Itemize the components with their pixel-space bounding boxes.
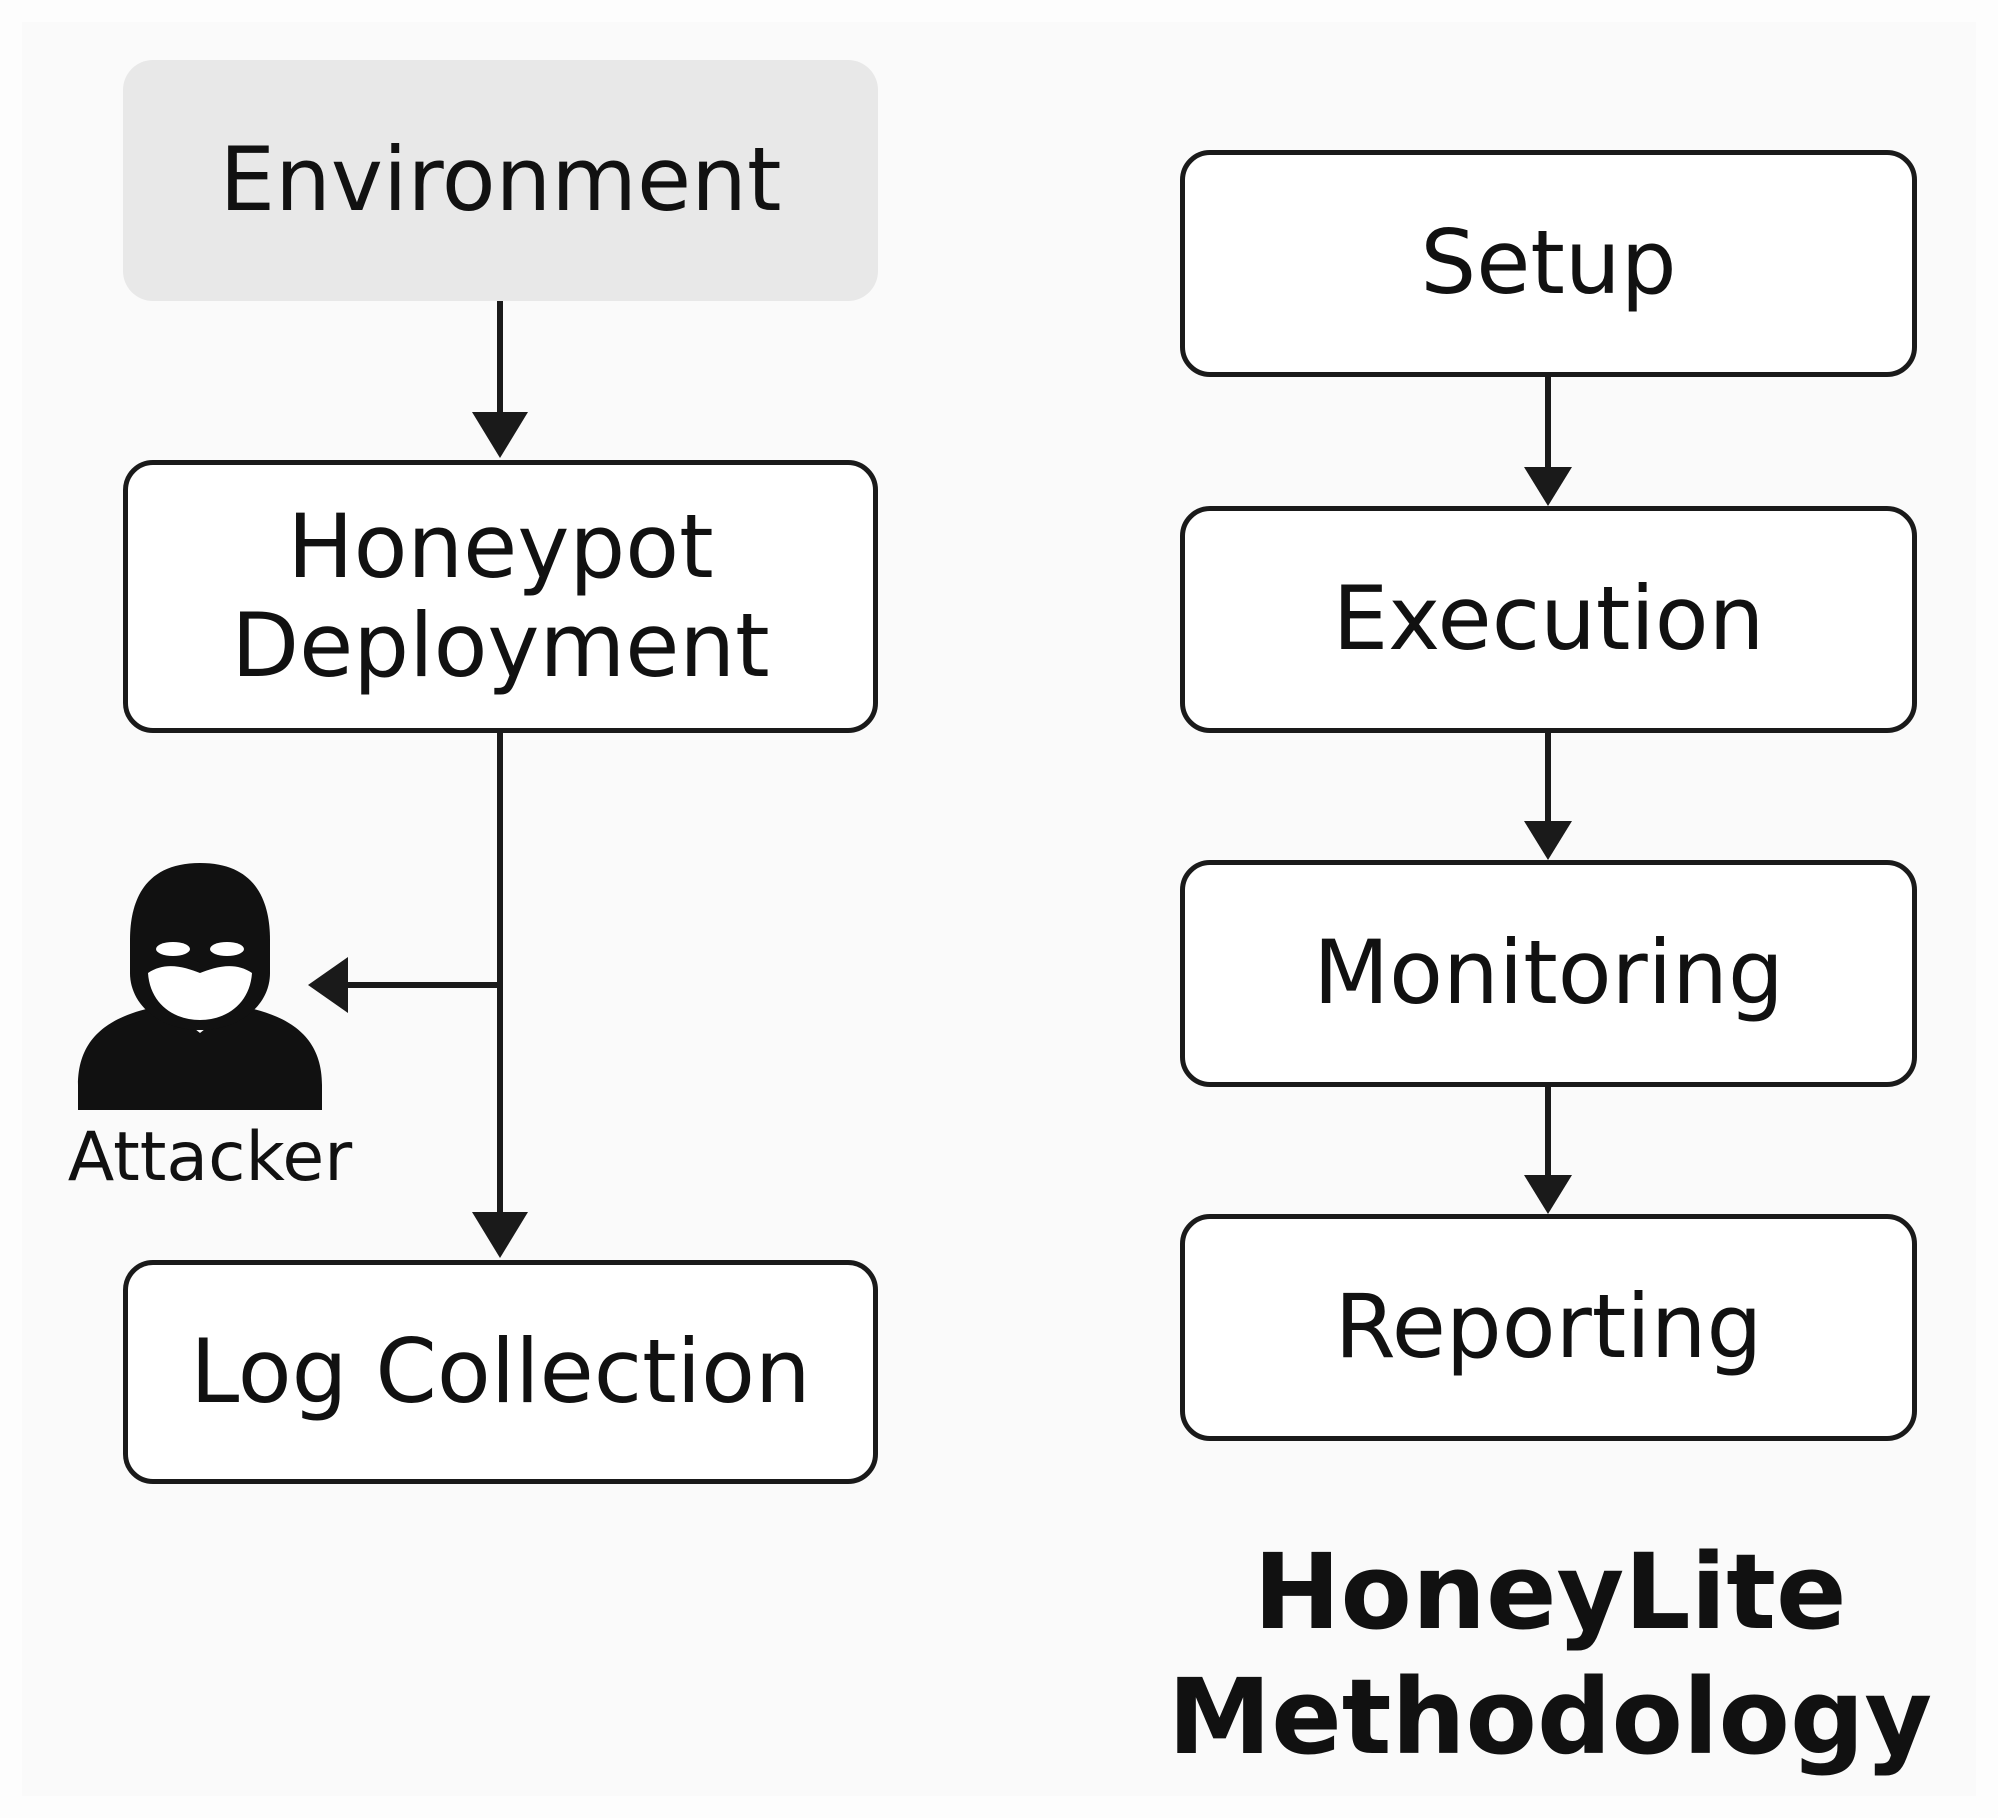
title-line2: Methodology	[1167, 1655, 1933, 1778]
log-collection-label: Log Collection	[190, 1319, 811, 1423]
log-collection-node: Log Collection	[123, 1260, 878, 1484]
environment-node: Environment	[123, 60, 878, 301]
edge-monitoring-to-reporting	[1524, 1087, 1572, 1214]
honeypot-label-line1: Honeypot	[287, 494, 714, 598]
edge-honeypot-to-attacker	[308, 957, 500, 1013]
reporting-label: Reporting	[1334, 1275, 1763, 1379]
masked-attacker-icon	[78, 863, 322, 1110]
setup-node: Setup	[1180, 150, 1917, 377]
environment-label: Environment	[219, 128, 782, 232]
reporting-node: Reporting	[1180, 1214, 1917, 1441]
attacker-label: Attacker	[67, 1118, 353, 1197]
edge-execution-to-monitoring	[1524, 733, 1572, 860]
setup-label: Setup	[1420, 211, 1677, 315]
monitoring-label: Monitoring	[1313, 921, 1784, 1025]
edge-honeypot-to-log-collection	[472, 730, 528, 1258]
edge-setup-to-execution	[1524, 377, 1572, 506]
honeypot-deployment-node: Honeypot Deployment	[123, 460, 878, 733]
edge-environment-to-honeypot	[472, 300, 528, 458]
execution-node: Execution	[1180, 506, 1917, 733]
diagram-title: HoneyLite Methodology	[1150, 1530, 1950, 1780]
execution-label: Execution	[1332, 567, 1765, 671]
monitoring-node: Monitoring	[1180, 860, 1917, 1087]
honeypot-label-line2: Deployment	[231, 593, 770, 697]
title-line1: HoneyLite	[1253, 1531, 1847, 1653]
